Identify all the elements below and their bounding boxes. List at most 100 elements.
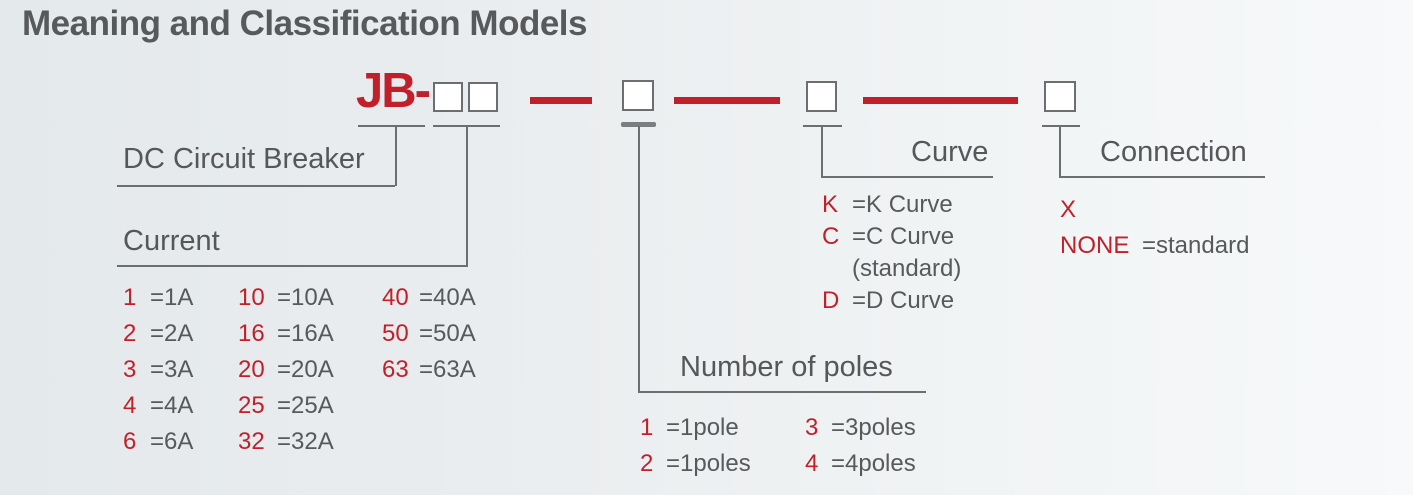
underline-connection xyxy=(1059,176,1265,178)
poles-legend-col1: 1 =1pole 2 =1poles xyxy=(640,410,751,482)
legend-code: X xyxy=(1060,196,1077,223)
connector-tick-connection xyxy=(1042,125,1080,127)
legend-code: 6 xyxy=(123,428,137,455)
legend-value: =32A xyxy=(277,428,334,455)
underline-current xyxy=(117,265,468,267)
legend-code: 1 xyxy=(640,414,654,441)
legend-row: 1 =1A xyxy=(123,280,193,316)
legend-code: D xyxy=(822,287,840,314)
red-separator-line-3 xyxy=(863,97,1018,104)
label-number-of-poles: Number of poles xyxy=(680,351,893,383)
curve-legend: K =K Curve C =C Curve (standard) D =D Curve xyxy=(822,189,961,317)
label-connection: Connection xyxy=(1100,136,1247,168)
legend-code: NONE xyxy=(1060,232,1130,259)
legend-row: K =K Curve xyxy=(822,189,961,221)
connector-vertical-curve xyxy=(821,126,823,177)
page-title: Meaning and Classification Models xyxy=(22,4,587,43)
legend-row: 6 =6A xyxy=(123,424,193,460)
legend-code: 16 xyxy=(238,320,265,347)
red-separator-line-1 xyxy=(530,97,592,104)
legend-value: =standard xyxy=(1142,232,1250,259)
model-digit-box-1 xyxy=(433,82,463,112)
legend-code: C xyxy=(822,223,840,250)
legend-row: NONE =standard xyxy=(1060,228,1249,264)
legend-value: =4A xyxy=(150,392,194,419)
legend-value: =10A xyxy=(277,284,334,311)
legend-code: 2 xyxy=(123,320,137,347)
legend-code: 50 xyxy=(382,320,409,347)
connector-tick-prefix xyxy=(358,125,425,127)
legend-code: 3 xyxy=(805,414,819,441)
legend-value: =63A xyxy=(419,356,476,383)
connector-vertical-current xyxy=(466,126,468,266)
legend-value: =50A xyxy=(419,320,476,347)
connector-tick-poles xyxy=(621,122,656,127)
legend-value: =40A xyxy=(419,284,476,311)
connection-legend: X NONE =standard xyxy=(1060,192,1249,264)
connector-vertical-poles xyxy=(638,126,640,392)
legend-code: 10 xyxy=(238,284,265,311)
current-legend-col3: 40 =40A 50 =50A 63 =63A xyxy=(382,280,476,388)
legend-row: 25 =25A xyxy=(238,388,334,424)
legend-value: =C Curve xyxy=(852,223,955,250)
legend-row: 50 =50A xyxy=(382,316,476,352)
legend-value: =1poles xyxy=(666,450,751,477)
model-prefix-text: JB- xyxy=(356,64,431,118)
legend-row: 20 =20A xyxy=(238,352,334,388)
legend-value: =6A xyxy=(150,428,194,455)
model-digit-box-5 xyxy=(1044,81,1076,112)
legend-row: 2 =2A xyxy=(123,316,193,352)
legend-row: 3 =3poles xyxy=(805,410,916,446)
legend-row: 3 =3A xyxy=(123,352,193,388)
current-legend-col1: 1 =1A 2 =2A 3 =3A 4 =4A 6 =6A xyxy=(123,280,193,460)
legend-value: =K Curve xyxy=(852,191,953,218)
legend-code: 32 xyxy=(238,428,265,455)
legend-code: 25 xyxy=(238,392,265,419)
legend-code: 4 xyxy=(805,450,819,477)
current-legend-col2: 10 =10A 16 =16A 20 =20A 25 =25A 32 =32A xyxy=(238,280,334,460)
legend-value: =16A xyxy=(277,320,334,347)
legend-code: 4 xyxy=(123,392,137,419)
underline-poles xyxy=(638,391,926,393)
connector-vertical-connection xyxy=(1059,126,1061,177)
legend-value: =4poles xyxy=(831,450,916,477)
legend-code: 1 xyxy=(123,284,137,311)
legend-row: D =D Curve xyxy=(822,285,961,317)
underline-curve xyxy=(821,176,993,178)
legend-value: (standard) xyxy=(852,255,962,282)
legend-value: =D Curve xyxy=(852,287,955,314)
legend-row: (standard) xyxy=(822,253,961,285)
legend-row: C =C Curve xyxy=(822,221,961,253)
legend-value: =20A xyxy=(277,356,334,383)
label-current: Current xyxy=(123,225,220,257)
legend-code: K xyxy=(822,191,839,218)
legend-code: 63 xyxy=(382,356,409,383)
legend-value: =1A xyxy=(150,284,194,311)
legend-value: =1pole xyxy=(666,414,739,441)
legend-row: X xyxy=(1060,192,1249,228)
poles-legend-col2: 3 =3poles 4 =4poles xyxy=(805,410,916,482)
underline-dc-breaker xyxy=(117,185,395,187)
legend-code: 40 xyxy=(382,284,409,311)
legend-code: 20 xyxy=(238,356,265,383)
legend-row: 16 =16A xyxy=(238,316,334,352)
legend-value: =3poles xyxy=(831,414,916,441)
legend-row: 2 =1poles xyxy=(640,446,751,482)
model-digit-box-3 xyxy=(622,80,654,111)
model-digit-box-4 xyxy=(806,81,837,112)
legend-row: 40 =40A xyxy=(382,280,476,316)
connector-vertical-prefix xyxy=(395,126,397,186)
legend-row: 32 =32A xyxy=(238,424,334,460)
legend-value: =3A xyxy=(150,356,194,383)
legend-code: 3 xyxy=(123,356,137,383)
label-dc-circuit-breaker: DC Circuit Breaker xyxy=(123,143,365,175)
label-curve: Curve xyxy=(911,136,989,168)
model-digit-box-2 xyxy=(468,82,498,112)
legend-row: 1 =1pole xyxy=(640,410,751,446)
legend-row: 4 =4poles xyxy=(805,446,916,482)
red-separator-line-2 xyxy=(674,97,780,104)
legend-value: =2A xyxy=(150,320,194,347)
legend-code: 2 xyxy=(640,450,654,477)
legend-value: =25A xyxy=(277,392,334,419)
